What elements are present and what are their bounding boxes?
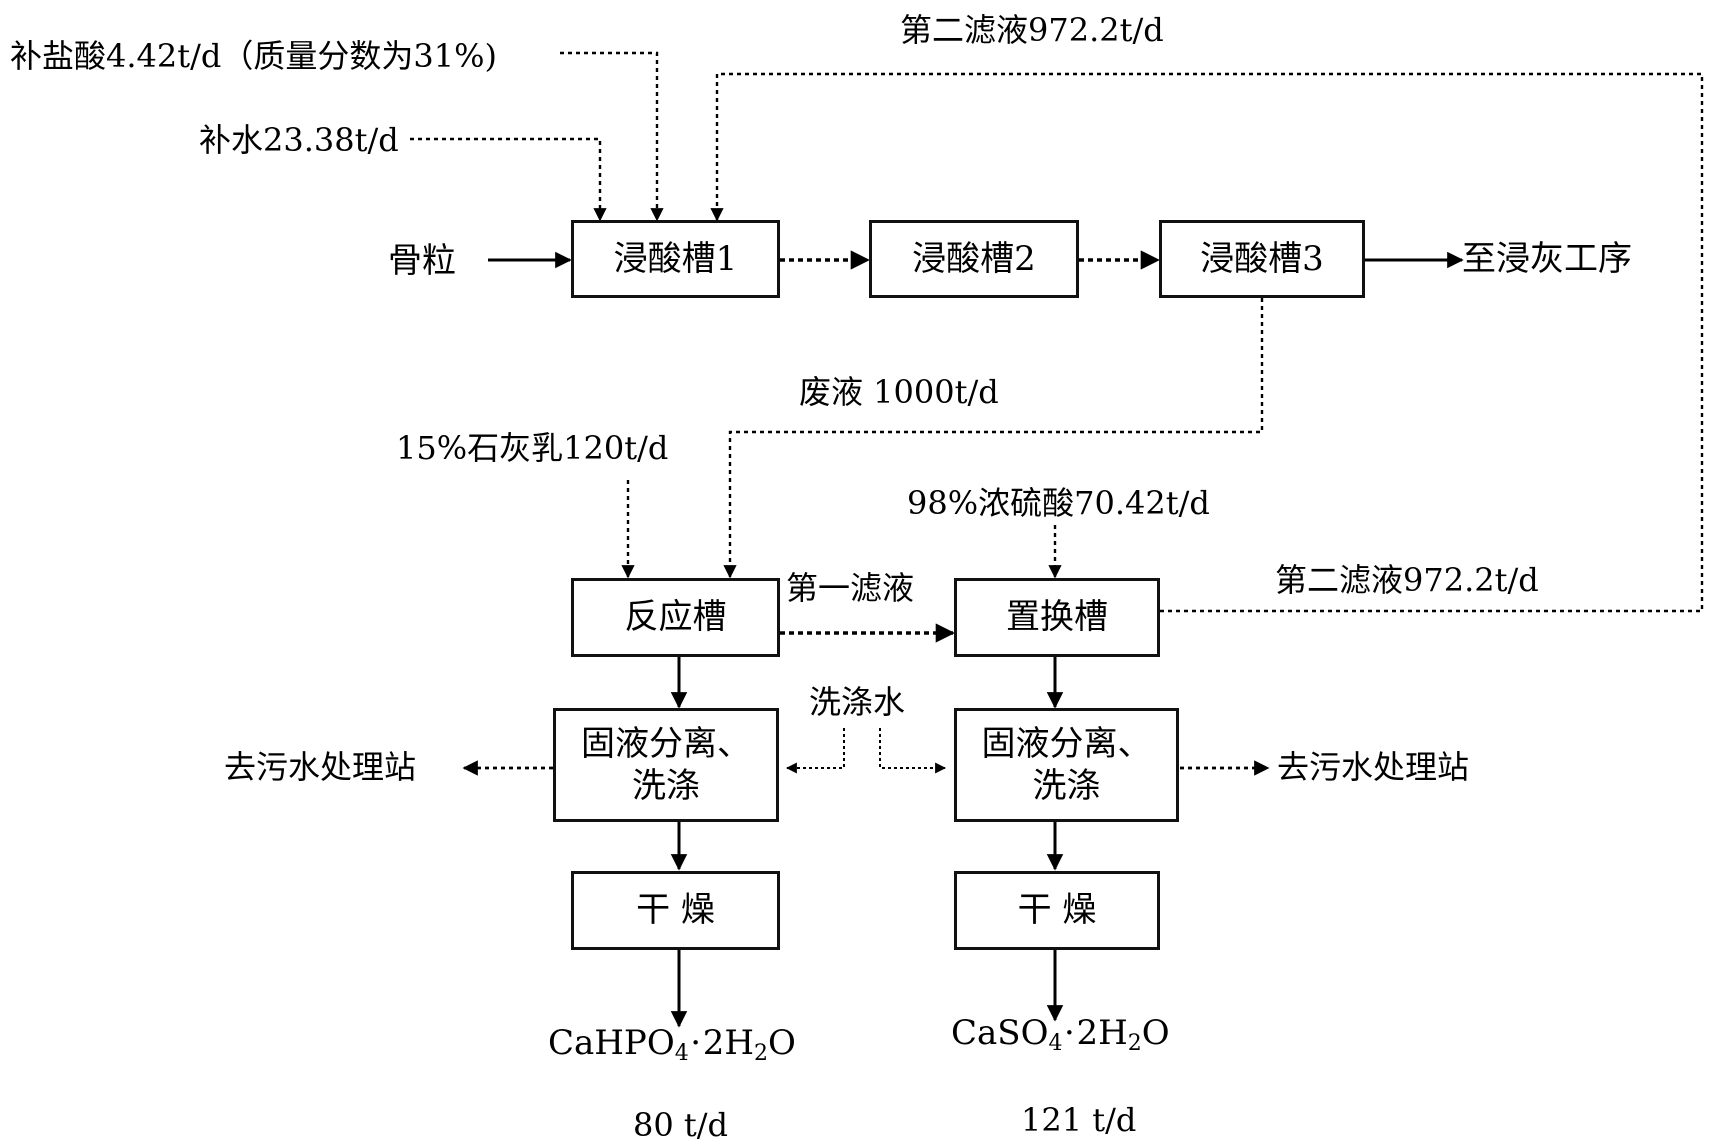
separation-wash-left-line1: 固液分离、 bbox=[581, 723, 751, 764]
label-bone-granules: 骨粒 bbox=[388, 241, 456, 281]
label-to-sewage-right: 去污水处理站 bbox=[1277, 748, 1470, 786]
line-second-filtrate-recycle bbox=[710, 72, 1704, 613]
label-sulfuric-acid: 98%浓硫酸70.42t/d bbox=[907, 484, 1210, 522]
label-second-filtrate-right: 第二滤液972.2t/d bbox=[1275, 561, 1539, 599]
label-wash-water: 洗涤水 bbox=[809, 683, 906, 721]
reaction-tank-label: 反应槽 bbox=[624, 597, 727, 638]
dryer-left-label: 干 燥 bbox=[636, 890, 715, 931]
label-water-makeup: 补水23.38t/d bbox=[199, 121, 399, 159]
separation-wash-left: 固液分离、 洗涤 bbox=[553, 708, 779, 822]
label-to-liming: 至浸灰工序 bbox=[1462, 239, 1632, 279]
leach-tank-1-label: 浸酸槽1 bbox=[613, 238, 738, 279]
line-water-to-tank1 bbox=[410, 137, 607, 222]
replacement-tank: 置换槽 bbox=[954, 578, 1160, 657]
dryer-right-label: 干 燥 bbox=[1017, 890, 1097, 931]
product-cahpo4-rate: 80 t/d bbox=[633, 1106, 729, 1144]
separation-wash-right: 固液分离、 洗涤 bbox=[954, 708, 1179, 822]
leach-tank-3-label: 浸酸槽3 bbox=[1200, 238, 1324, 279]
separation-wash-right-line2: 洗涤 bbox=[1032, 766, 1101, 806]
dryer-right: 干 燥 bbox=[954, 871, 1160, 950]
leach-tank-2: 浸酸槽2 bbox=[869, 220, 1079, 298]
label-second-filtrate-top: 第二滤液972.2t/d bbox=[900, 11, 1164, 49]
leach-tank-1: 浸酸槽1 bbox=[571, 220, 780, 298]
replacement-tank-label: 置换槽 bbox=[1006, 597, 1108, 638]
line-wash-water-right bbox=[879, 728, 947, 774]
label-hcl-makeup: 补盐酸4.42t/d（质量分数为31%) bbox=[10, 37, 497, 75]
leach-tank-2-label: 浸酸槽2 bbox=[912, 238, 1036, 279]
product-caso4-rate: 121 t/d bbox=[1021, 1101, 1137, 1139]
dryer-left: 干 燥 bbox=[571, 871, 780, 950]
label-waste-liquid: 废液 1000t/d bbox=[799, 373, 999, 411]
separation-wash-right-line1: 固液分离、 bbox=[981, 723, 1152, 764]
separation-wash-left-line2: 洗涤 bbox=[632, 766, 700, 806]
label-to-sewage-left: 去污水处理站 bbox=[224, 748, 417, 786]
label-lime-milk: 15%石灰乳120t/d bbox=[396, 429, 669, 467]
leach-tank-3: 浸酸槽3 bbox=[1159, 220, 1365, 298]
label-first-filtrate: 第一滤液 bbox=[786, 569, 915, 607]
product-caso4: CaSO4·2H2O bbox=[951, 1013, 1170, 1056]
line-hcl-to-tank1 bbox=[560, 51, 664, 222]
product-cahpo4: CaHPO4·2H2O bbox=[548, 1023, 796, 1066]
line-waste-liquid bbox=[723, 298, 1264, 579]
line-wash-water-left bbox=[785, 728, 845, 774]
reaction-tank: 反应槽 bbox=[571, 578, 780, 657]
